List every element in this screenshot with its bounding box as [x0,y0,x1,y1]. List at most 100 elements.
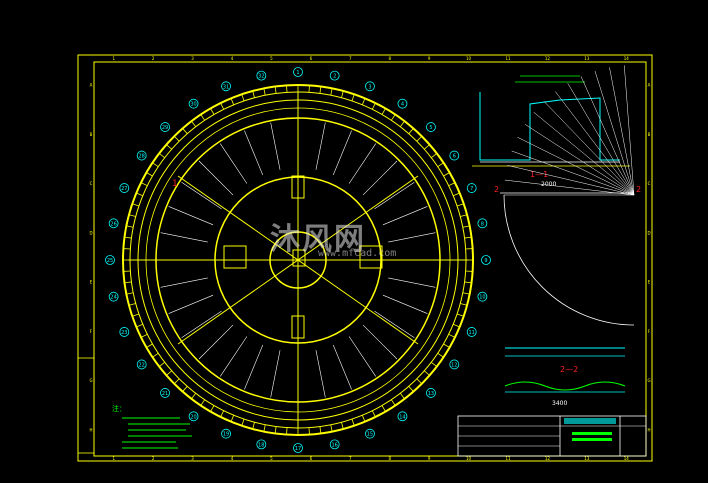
ring-number-bubble [449,150,460,161]
radial-spoke [270,122,281,170]
radial-spoke [388,232,436,243]
ring-number-label: 9 [484,258,487,264]
frame-row-label: G [89,378,92,383]
column-block-left [223,245,247,269]
radial-spoke [374,181,415,210]
ring-tick [230,98,235,105]
ring-number-label: 6 [453,154,456,160]
ring-tick [381,405,386,412]
ring-number-label: 24 [110,295,116,301]
binding-strip [77,357,95,454]
ring-number-bubble [481,255,491,265]
ring-number-label: 31 [223,84,229,90]
ring-tick [381,108,386,115]
ring-tick [361,415,366,422]
ring-tick [152,162,159,167]
ring-number-label: 18 [258,442,264,448]
frame-column-label: 1 [112,56,115,61]
frame-row-label: B [90,132,93,137]
ring-tick [460,214,468,217]
frame-column-label: 11 [505,456,511,461]
ring-tick [391,399,396,406]
ring-tick [274,86,277,94]
radial-spoke [219,143,248,184]
ring-number-bubble [160,388,170,398]
radial-spoke [219,336,248,377]
ring-number-bubble [108,218,119,229]
ring-number-label: 2 [333,74,336,80]
ring-tick [462,225,470,228]
radial-spoke [374,310,415,339]
ring-tick [371,102,376,110]
watermark-url: www.mfcad.com [318,248,397,259]
frame-row-label: H [89,427,92,432]
ring-number-bubble [221,428,231,439]
radial-spoke [168,294,214,314]
frame-column-label: 7 [349,456,352,461]
radial-spoke [244,130,264,176]
fan-ray [543,101,635,196]
ring-number-bubble [477,291,488,302]
fan-ray [511,150,635,196]
ring-number-label: 25 [107,258,113,264]
fan-ray [524,124,635,196]
radial-spoke [382,294,428,314]
title-block-heading-fill [564,418,616,424]
frame-row-label: E [90,280,93,285]
ring-tick [200,114,205,121]
ring-number-bubble [293,67,303,77]
ring-tick [252,422,255,430]
radial-spoke [315,350,326,398]
ring-number-label: 3 [368,84,371,90]
frame-column-label: 2 [152,456,155,461]
fan-arc [503,194,635,326]
ring-number-label: 19 [223,432,229,438]
column-block-right [359,245,383,269]
radial-spoke [160,232,208,243]
ring-number-bubble [188,411,199,422]
ring-tick [140,333,148,338]
ring-number-label: 32 [258,74,264,80]
ring-tick [132,203,140,207]
ring-number-label: 7 [470,186,473,192]
ring-tick [319,86,322,94]
frame-column-label: 4 [231,456,234,461]
frame-column-label: 9 [428,456,431,461]
ring-number-label: 12 [451,362,457,368]
frame-row-label: B [648,132,651,137]
ring-tick [128,214,136,217]
ring-tick [453,323,460,328]
ring-tick [152,353,159,358]
frame-column-label: 11 [505,56,511,61]
radial-spoke [168,206,214,226]
ring-number-bubble [221,81,231,92]
radial-spoke [332,344,352,390]
ring-number-bubble [293,443,303,453]
ring-tick [158,153,165,159]
frame-column-label: 4 [231,56,234,61]
ring-number-bubble [119,327,130,337]
ring-number-label: 23 [121,330,127,336]
ring-number-label: 8 [481,221,484,227]
ring-tick [399,393,405,400]
ring-number-label: 20 [190,414,196,420]
fan-ray [567,83,635,196]
ring-tick [464,236,472,239]
ring-tick [351,418,355,426]
frame-column-label: 5 [270,56,273,61]
title-block [457,415,647,457]
fan-ray [517,137,635,196]
frame-column-label: 8 [388,56,391,61]
ring-tick [351,94,355,102]
section-mark-left: 2 [494,185,499,194]
ring-tick [136,192,143,197]
ring-number-label: 13 [428,391,434,397]
ring-tick [200,399,205,406]
section-1-1-profile [479,92,620,161]
ring-number-bubble [365,428,375,439]
ring-number-bubble [329,439,340,450]
ring-number-label: 29 [162,125,168,131]
radial-spoke [160,277,208,288]
